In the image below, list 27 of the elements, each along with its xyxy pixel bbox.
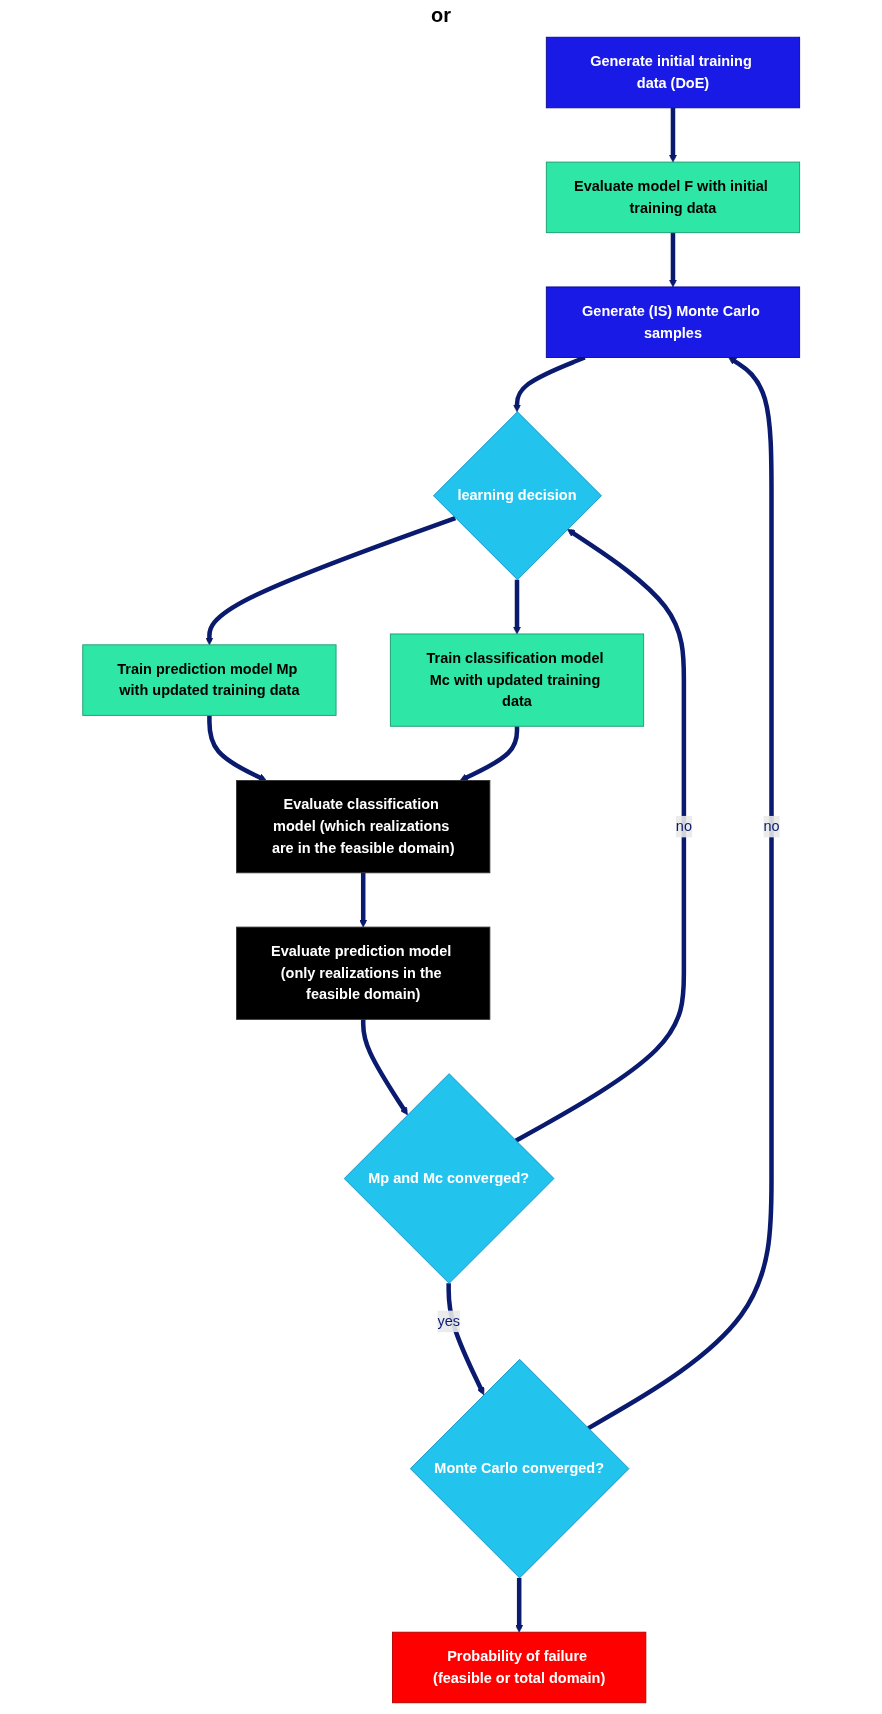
arrow: [206, 715, 267, 782]
node-diamond: Mp and Mc converged?: [343, 1073, 555, 1284]
arrow: [514, 528, 686, 1143]
node-diamond: Monte Carlo converged?: [409, 1358, 630, 1579]
node-box: Evaluate prediction model (only realizations in the feasible domain): [235, 926, 491, 1020]
arrow: [586, 357, 774, 1431]
edge-label: no: [763, 818, 780, 834]
node-box: Generate (IS) Monte Carlo samples: [545, 286, 800, 358]
edge-label: yes: [437, 1313, 460, 1329]
node-box: Probability of failure (feasible or total domain): [391, 1631, 647, 1704]
arrow: [359, 872, 367, 928]
arrow: [515, 1577, 523, 1633]
node-box: Evaluate model F with initial training data: [545, 161, 800, 234]
arrow: [668, 107, 677, 163]
node-box: Generate initial training data (DoE): [545, 36, 800, 109]
edge-label: no: [675, 818, 692, 834]
node-box: Train classification model Mc with updated training data: [389, 633, 644, 727]
arrow: [446, 1283, 485, 1396]
arrow: [512, 579, 521, 635]
node-box: Train prediction model Mp with updated training data: [82, 644, 337, 716]
arrow: [360, 1019, 408, 1116]
node-box: Evaluate classification model (which realizations are in the feasible domain): [235, 780, 491, 874]
arrow: [205, 515, 456, 646]
note-text: or: [431, 3, 451, 27]
node-diamond: learning decision: [432, 411, 602, 581]
arrow: [459, 726, 520, 782]
arrow: [668, 232, 677, 288]
